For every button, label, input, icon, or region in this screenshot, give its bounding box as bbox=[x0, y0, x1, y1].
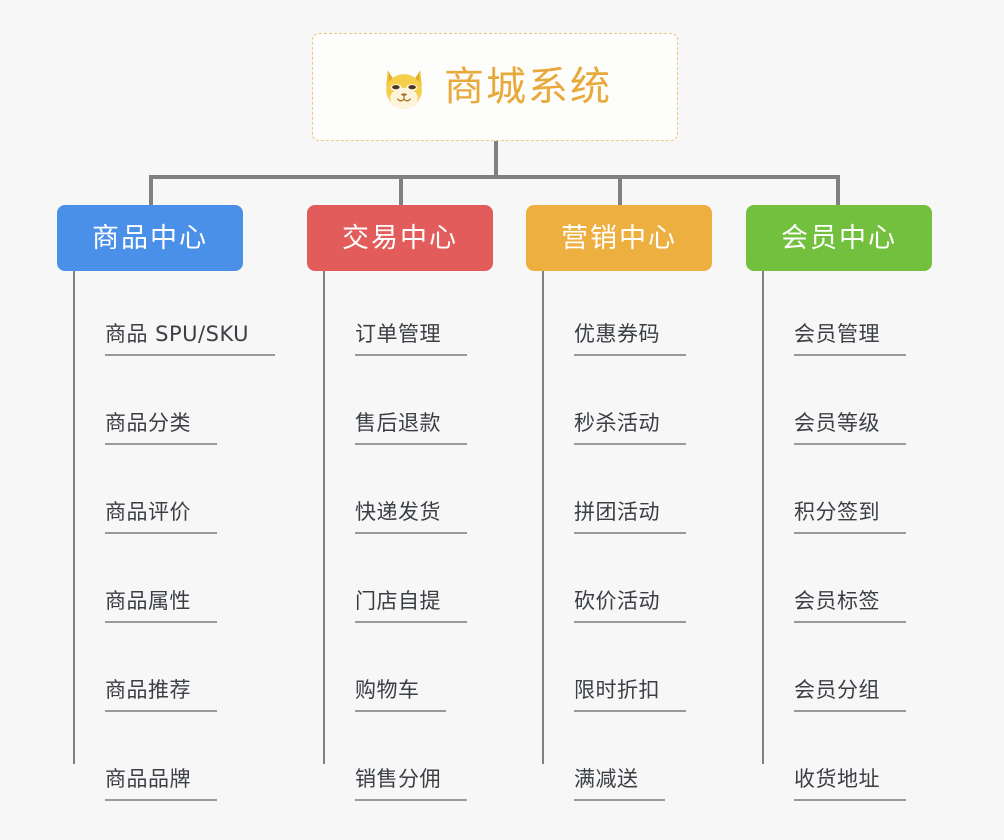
list-item-label: 商品推荐 bbox=[105, 678, 217, 712]
list-item-label: 优惠券码 bbox=[574, 322, 686, 356]
list-item-label: 商品分类 bbox=[105, 411, 217, 445]
list-item[interactable]: 购物车 bbox=[324, 627, 493, 716]
list-item[interactable]: 商品属性 bbox=[74, 538, 243, 627]
list-item[interactable]: 会员标签 bbox=[763, 538, 932, 627]
list-item-label: 门店自提 bbox=[355, 589, 467, 623]
branch-item-list-1: 商品 SPU/SKU 商品分类商品评价商品属性商品推荐商品品牌 bbox=[57, 271, 276, 805]
list-item[interactable]: 订单管理 bbox=[324, 271, 493, 360]
list-item-label: 拼团活动 bbox=[574, 500, 686, 534]
list-item[interactable]: 拼团活动 bbox=[543, 449, 712, 538]
list-item[interactable]: 会员管理 bbox=[763, 271, 932, 360]
list-item[interactable]: 满减送 bbox=[543, 716, 712, 805]
list-item[interactable]: 会员分组 bbox=[763, 627, 932, 716]
branch-header-1[interactable]: 商品中心 bbox=[57, 205, 243, 271]
list-item-label: 售后退款 bbox=[355, 411, 467, 445]
shiba-inu-icon bbox=[378, 62, 430, 114]
connector-drop-2 bbox=[399, 175, 403, 207]
list-item-label: 商品属性 bbox=[105, 589, 217, 623]
connector-drop-3 bbox=[618, 175, 622, 207]
list-item-label: 商品评价 bbox=[105, 500, 217, 534]
list-item-label: 砍价活动 bbox=[574, 589, 686, 623]
list-item-label: 快递发货 bbox=[355, 500, 467, 534]
branch-column-1: 商品中心商品 SPU/SKU 商品分类商品评价商品属性商品推荐商品品牌 bbox=[57, 205, 276, 805]
list-item[interactable]: 门店自提 bbox=[324, 538, 493, 627]
list-item-label: 商品品牌 bbox=[105, 767, 217, 801]
list-item-label: 订单管理 bbox=[355, 322, 467, 356]
list-item[interactable]: 会员等级 bbox=[763, 360, 932, 449]
list-item[interactable]: 商品评价 bbox=[74, 449, 243, 538]
list-item[interactable]: 商品推荐 bbox=[74, 627, 243, 716]
list-item[interactable]: 优惠券码 bbox=[543, 271, 712, 360]
list-item[interactable]: 售后退款 bbox=[324, 360, 493, 449]
list-item-label: 满减送 bbox=[574, 767, 665, 801]
list-item-label: 会员等级 bbox=[794, 411, 906, 445]
branch-header-4[interactable]: 会员中心 bbox=[746, 205, 932, 271]
list-item-label: 限时折扣 bbox=[574, 678, 686, 712]
list-item-label: 会员分组 bbox=[794, 678, 906, 712]
root-title: 商城系统 bbox=[444, 64, 612, 110]
connector-horizontal-bus bbox=[149, 175, 839, 179]
connector-root-stem bbox=[494, 141, 498, 177]
list-item-label: 积分签到 bbox=[794, 500, 906, 534]
list-item[interactable]: 商品品牌 bbox=[74, 716, 243, 805]
list-item-label: 商品 SPU/SKU bbox=[105, 322, 276, 356]
list-item-label: 会员标签 bbox=[794, 589, 906, 623]
connector-spine-4 bbox=[762, 271, 764, 764]
branch-item-list-3: 优惠券码秒杀活动拼团活动砍价活动限时折扣满减送 bbox=[526, 271, 712, 805]
list-item-label: 购物车 bbox=[355, 678, 446, 712]
branch-column-3: 营销中心优惠券码秒杀活动拼团活动砍价活动限时折扣满减送 bbox=[526, 205, 712, 805]
connector-spine-1 bbox=[73, 271, 75, 764]
connector-drop-1 bbox=[149, 175, 153, 207]
list-item-label: 销售分佣 bbox=[355, 767, 467, 801]
connector-spine-2 bbox=[323, 271, 325, 764]
connector-spine-3 bbox=[542, 271, 544, 764]
branch-header-3[interactable]: 营销中心 bbox=[526, 205, 712, 271]
branch-item-list-2: 订单管理售后退款快递发货门店自提购物车销售分佣 bbox=[307, 271, 493, 805]
list-item[interactable]: 销售分佣 bbox=[324, 716, 493, 805]
list-item[interactable]: 商品分类 bbox=[74, 360, 243, 449]
list-item-label: 秒杀活动 bbox=[574, 411, 686, 445]
list-item-label: 收货地址 bbox=[794, 767, 906, 801]
list-item[interactable]: 积分签到 bbox=[763, 449, 932, 538]
list-item[interactable]: 限时折扣 bbox=[543, 627, 712, 716]
branch-column-2: 交易中心订单管理售后退款快递发货门店自提购物车销售分佣 bbox=[307, 205, 493, 805]
list-item[interactable]: 商品 SPU/SKU bbox=[74, 271, 276, 360]
connector-drop-4 bbox=[836, 175, 840, 207]
list-item[interactable]: 收货地址 bbox=[763, 716, 932, 805]
list-item[interactable]: 砍价活动 bbox=[543, 538, 712, 627]
list-item-label: 会员管理 bbox=[794, 322, 906, 356]
branch-column-4: 会员中心会员管理会员等级积分签到会员标签会员分组收货地址 bbox=[746, 205, 932, 805]
branch-item-list-4: 会员管理会员等级积分签到会员标签会员分组收货地址 bbox=[746, 271, 932, 805]
list-item[interactable]: 快递发货 bbox=[324, 449, 493, 538]
list-item[interactable]: 秒杀活动 bbox=[543, 360, 712, 449]
root-node[interactable]: 商城系统 bbox=[312, 33, 678, 141]
branch-header-2[interactable]: 交易中心 bbox=[307, 205, 493, 271]
